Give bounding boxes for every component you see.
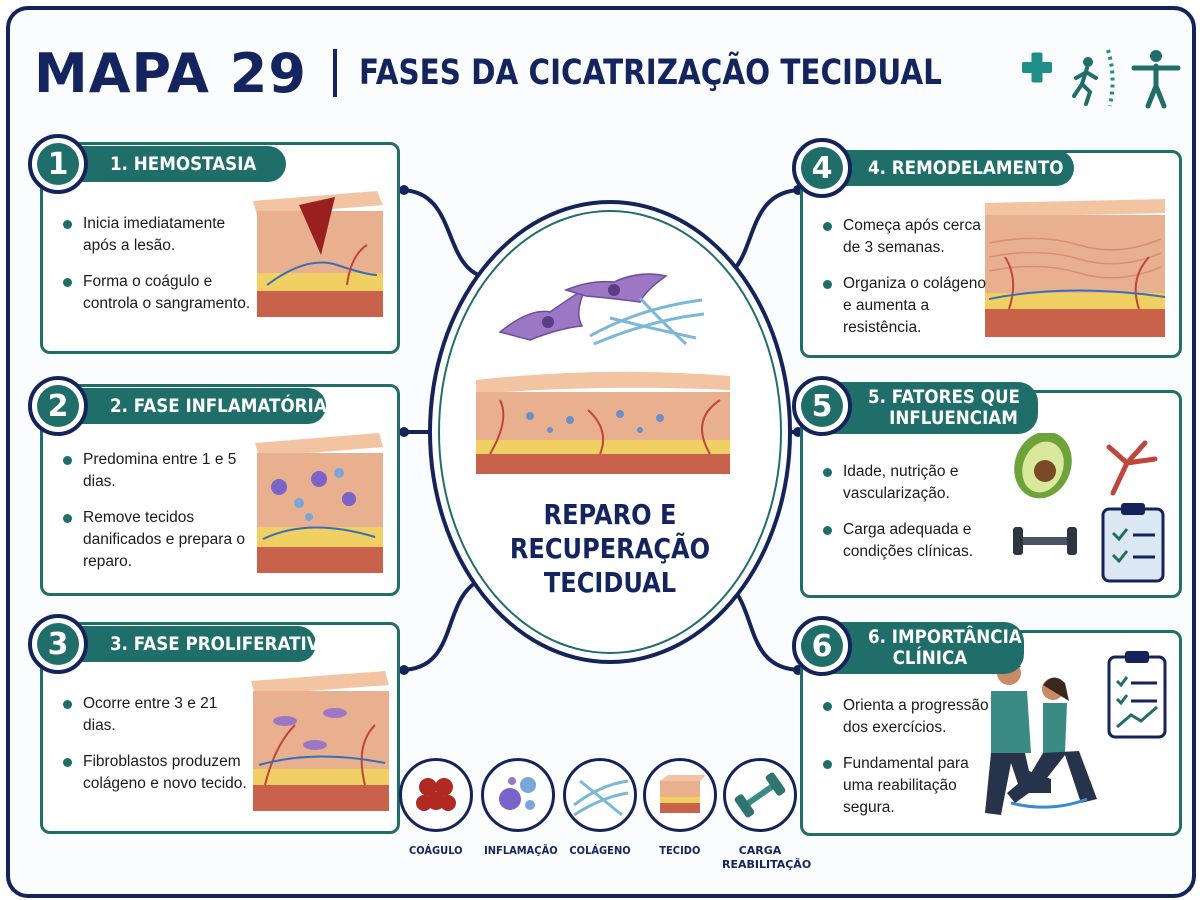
- center-hub-inner-ring: [438, 210, 782, 654]
- infographic-frame: MAPA 29 FASES DA CICATRIZAÇÃO TECIDUAL: [6, 6, 1196, 898]
- phase-6-bullet-1: Orienta a progressão dos exercícios.: [821, 695, 991, 739]
- remodeling-tissue-illustration: [985, 199, 1166, 337]
- page-header: MAPA 29 FASES DA CICATRIZAÇÃO TECIDUAL: [34, 36, 1053, 110]
- phase-4-bullet-2: Organiza o colágeno e aumenta a resistên…: [821, 273, 993, 339]
- avocado-icon: [1014, 433, 1072, 499]
- center-title-line-2: RECUPERAÇÃO: [509, 532, 711, 565]
- center-title: REPARO E RECUPERAÇÃO TECIDUAL: [440, 498, 780, 600]
- phase-4-badge: 4: [792, 138, 852, 198]
- blood-clot-icon: [416, 778, 456, 811]
- phase-2-badge: 2: [28, 376, 88, 436]
- healed-tissue-block: [476, 371, 730, 474]
- phase-2-bullet-1: Predomina entre 1 e 5 dias.: [61, 449, 251, 493]
- tissue-block-icon: [660, 775, 706, 813]
- phase-5-badge: 5: [792, 376, 852, 436]
- dumbbell-icon: [734, 772, 786, 818]
- inflammation-cells-icon: [499, 777, 536, 810]
- phase-1-title: 1. HEMOSTASIA: [70, 146, 286, 182]
- proliferation-tissue-illustration: [251, 671, 389, 811]
- fibroblast-illustration: [498, 273, 705, 346]
- clipboard-checklist-icon: [1107, 651, 1167, 739]
- phase-5-bullet-2: Carga adequada e condições clínicas.: [821, 519, 1001, 563]
- phase-5-title: 5. FATORES QUE INFLUENCIAM: [828, 382, 1038, 434]
- dumbbell-icon: [1013, 527, 1077, 555]
- phase-4-bullet-1: Começa após cerca de 3 semanas.: [821, 215, 993, 259]
- wound-clot-illustration: [253, 191, 383, 317]
- plus-icon: [1022, 52, 1052, 83]
- phase-3-title: 3. FASE PROLIFERATIVA: [70, 626, 331, 662]
- center-title-line-3: TECIDUAL: [543, 566, 677, 599]
- inflammation-tissue-illustration: [255, 433, 383, 573]
- map-label: MAPA 29: [34, 41, 307, 105]
- clipboard-checklist-icon: [1101, 503, 1165, 583]
- phase-2-title: 2. FASE INFLAMATÓRIA: [70, 388, 327, 424]
- collagen-fibers-icon: [573, 779, 629, 817]
- person-stretch-icon: [1131, 50, 1181, 109]
- legend-colageno: COLÁGENO: [562, 758, 638, 858]
- phase-1-bullet-1: Inicia imediatamente após a lesão.: [61, 213, 251, 257]
- phase-6-title: 6. IMPORTÂNCIA CLÍNICA: [828, 622, 1024, 674]
- phase-3-bullet-1: Ocorre entre 3 e 21 dias.: [61, 693, 253, 737]
- factors-icons: [1013, 433, 1165, 583]
- phase-6-bullet-2: Fundamental para uma reabilitação segura…: [821, 753, 991, 819]
- blood-vessel-icon: [1106, 440, 1158, 496]
- legend-tecido: TECIDO: [642, 758, 718, 858]
- page-title: FASES DA CICATRIZAÇÃO TECIDUAL: [358, 53, 942, 93]
- phase-5-bullet-1: Idade, nutrição e vascularização.: [821, 461, 1001, 505]
- legend-coagulo: COÁGULO: [398, 758, 474, 858]
- phase-card-proliferativa: Ocorre entre 3 e 21 dias. Fibroblastos p…: [40, 622, 400, 834]
- phase-3-bullet-2: Fibroblastos produzem colágeno e novo te…: [61, 751, 253, 795]
- phase-card-remodelamento: Começa após cerca de 3 semanas. Organiza…: [800, 150, 1182, 358]
- phase-6-badge: 6: [792, 616, 852, 676]
- runner-spine-icon: [1072, 49, 1115, 107]
- legend-inflamacao: INFLAMAÇÃO: [480, 758, 558, 858]
- phase-1-bullet-2: Forma o coágulo e controla o sangramento…: [61, 271, 251, 315]
- title-divider: [332, 49, 337, 97]
- header-icons: [1022, 49, 1181, 109]
- therapist-patient-icon: [985, 651, 1167, 815]
- center-title-line-1: REPARO E: [543, 498, 677, 531]
- phase-2-bullet-2: Remove tecidos danificados e prepara o r…: [61, 507, 251, 573]
- legend-carga-reabilitacao: CARGA REABILITAÇÃO: [722, 758, 811, 872]
- phase-1-badge: 1: [28, 134, 88, 194]
- phase-3-badge: 3: [28, 614, 88, 674]
- phase-4-title: 4. REMODELAMENTO: [828, 150, 1074, 186]
